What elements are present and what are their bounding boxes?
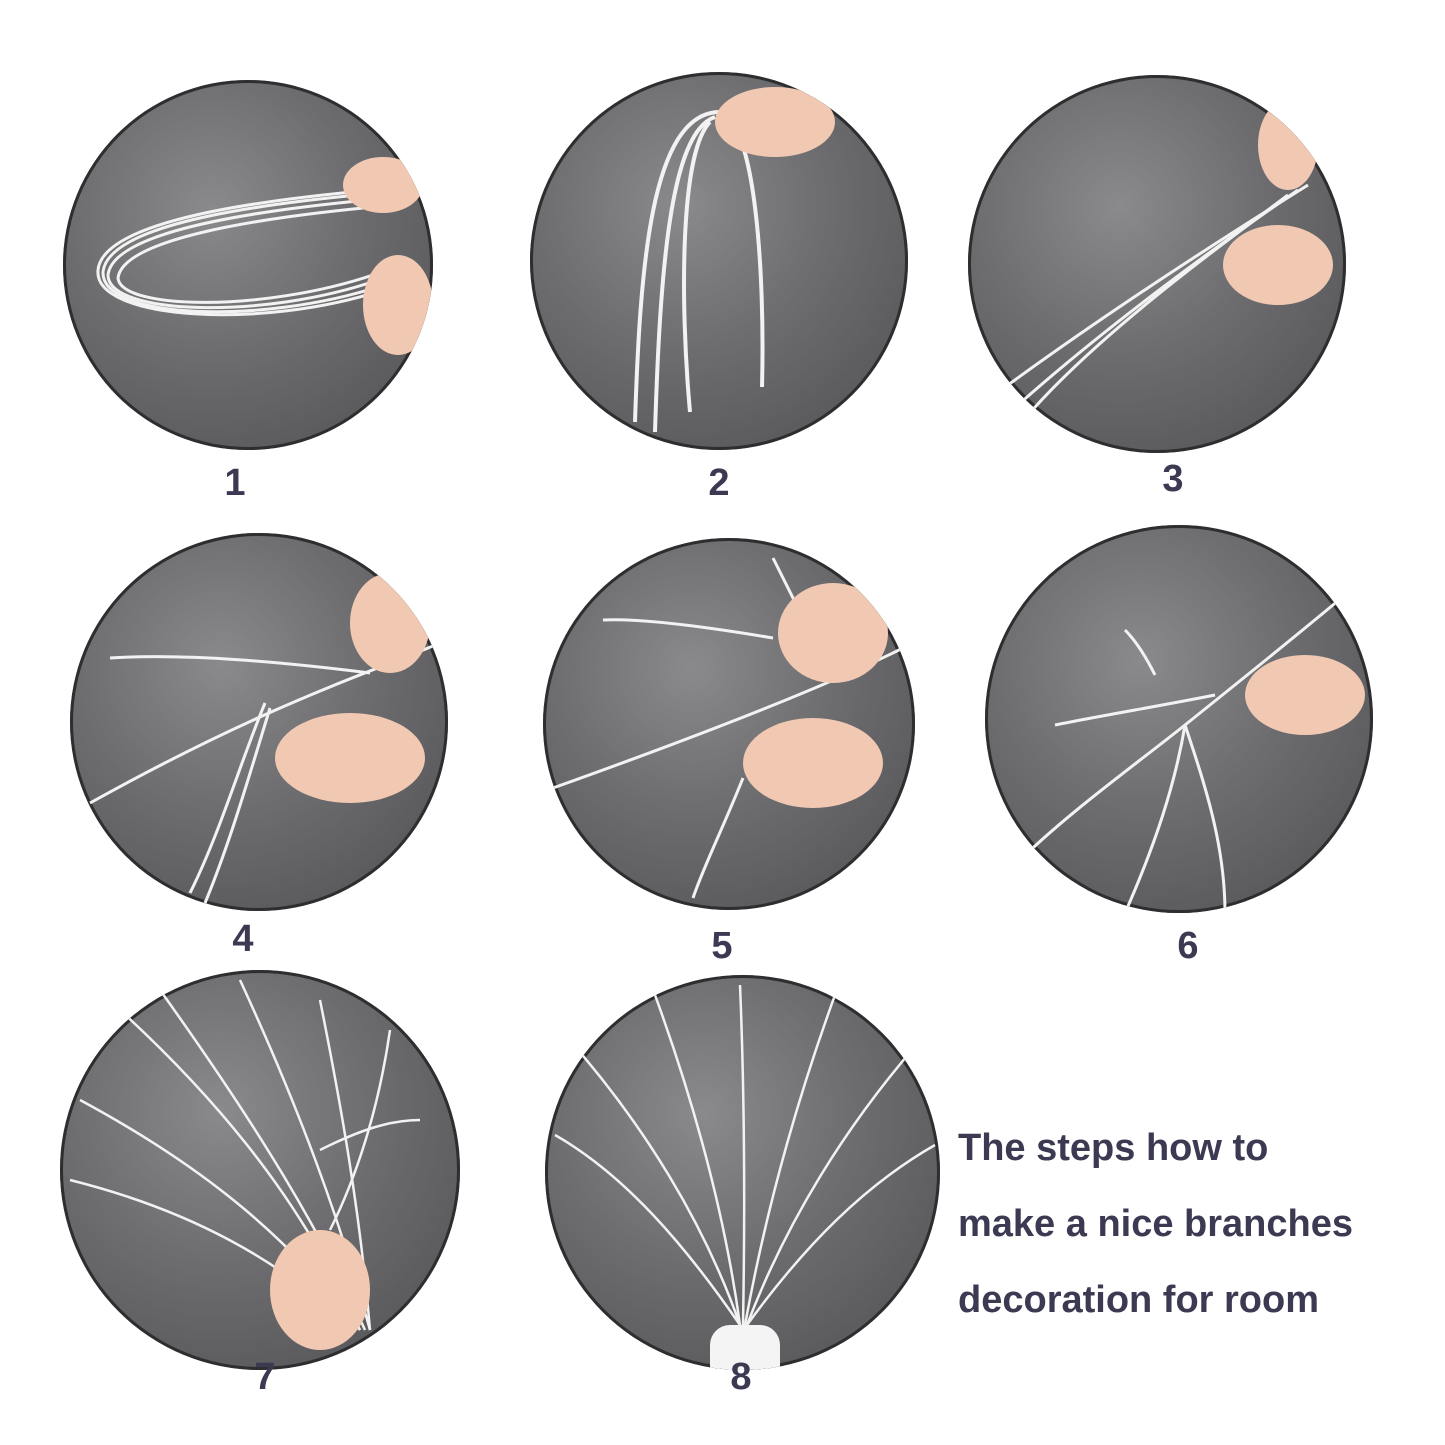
step-5-illustration bbox=[552, 557, 904, 899]
step-number: 3 bbox=[1162, 458, 1184, 500]
step-7-illustration bbox=[69, 979, 421, 1350]
caption-line-2: make a nice branches bbox=[958, 1203, 1353, 1245]
step-8-illustration bbox=[554, 984, 936, 1370]
step-4-illustration bbox=[89, 573, 441, 904]
caption-line-1: The steps how to bbox=[958, 1127, 1269, 1169]
step-3-photo bbox=[968, 75, 1346, 453]
step-2-photo bbox=[530, 72, 908, 450]
step-6-photo bbox=[985, 525, 1373, 913]
step-number: 8 bbox=[730, 1356, 752, 1398]
step-4-photo bbox=[70, 533, 448, 911]
step-number: 4 bbox=[232, 918, 254, 960]
step-3-illustration bbox=[1007, 100, 1333, 416]
step-6-illustration bbox=[1013, 593, 1365, 913]
step-5-photo bbox=[543, 538, 915, 910]
instructions-caption: The steps how to make a nice branches de… bbox=[958, 1110, 1428, 1338]
step-number: 6 bbox=[1177, 925, 1199, 967]
step-number: 7 bbox=[254, 1356, 276, 1398]
step-1-photo bbox=[63, 80, 433, 450]
step-1-illustration bbox=[96, 157, 433, 355]
step-number: 5 bbox=[711, 925, 733, 967]
step-8-photo bbox=[545, 975, 940, 1370]
step-number: 2 bbox=[708, 462, 730, 504]
caption-line-3: decoration for room bbox=[958, 1279, 1320, 1321]
step-7-photo bbox=[60, 970, 460, 1370]
step-2-illustration bbox=[633, 87, 835, 433]
step-number: 1 bbox=[224, 462, 246, 504]
